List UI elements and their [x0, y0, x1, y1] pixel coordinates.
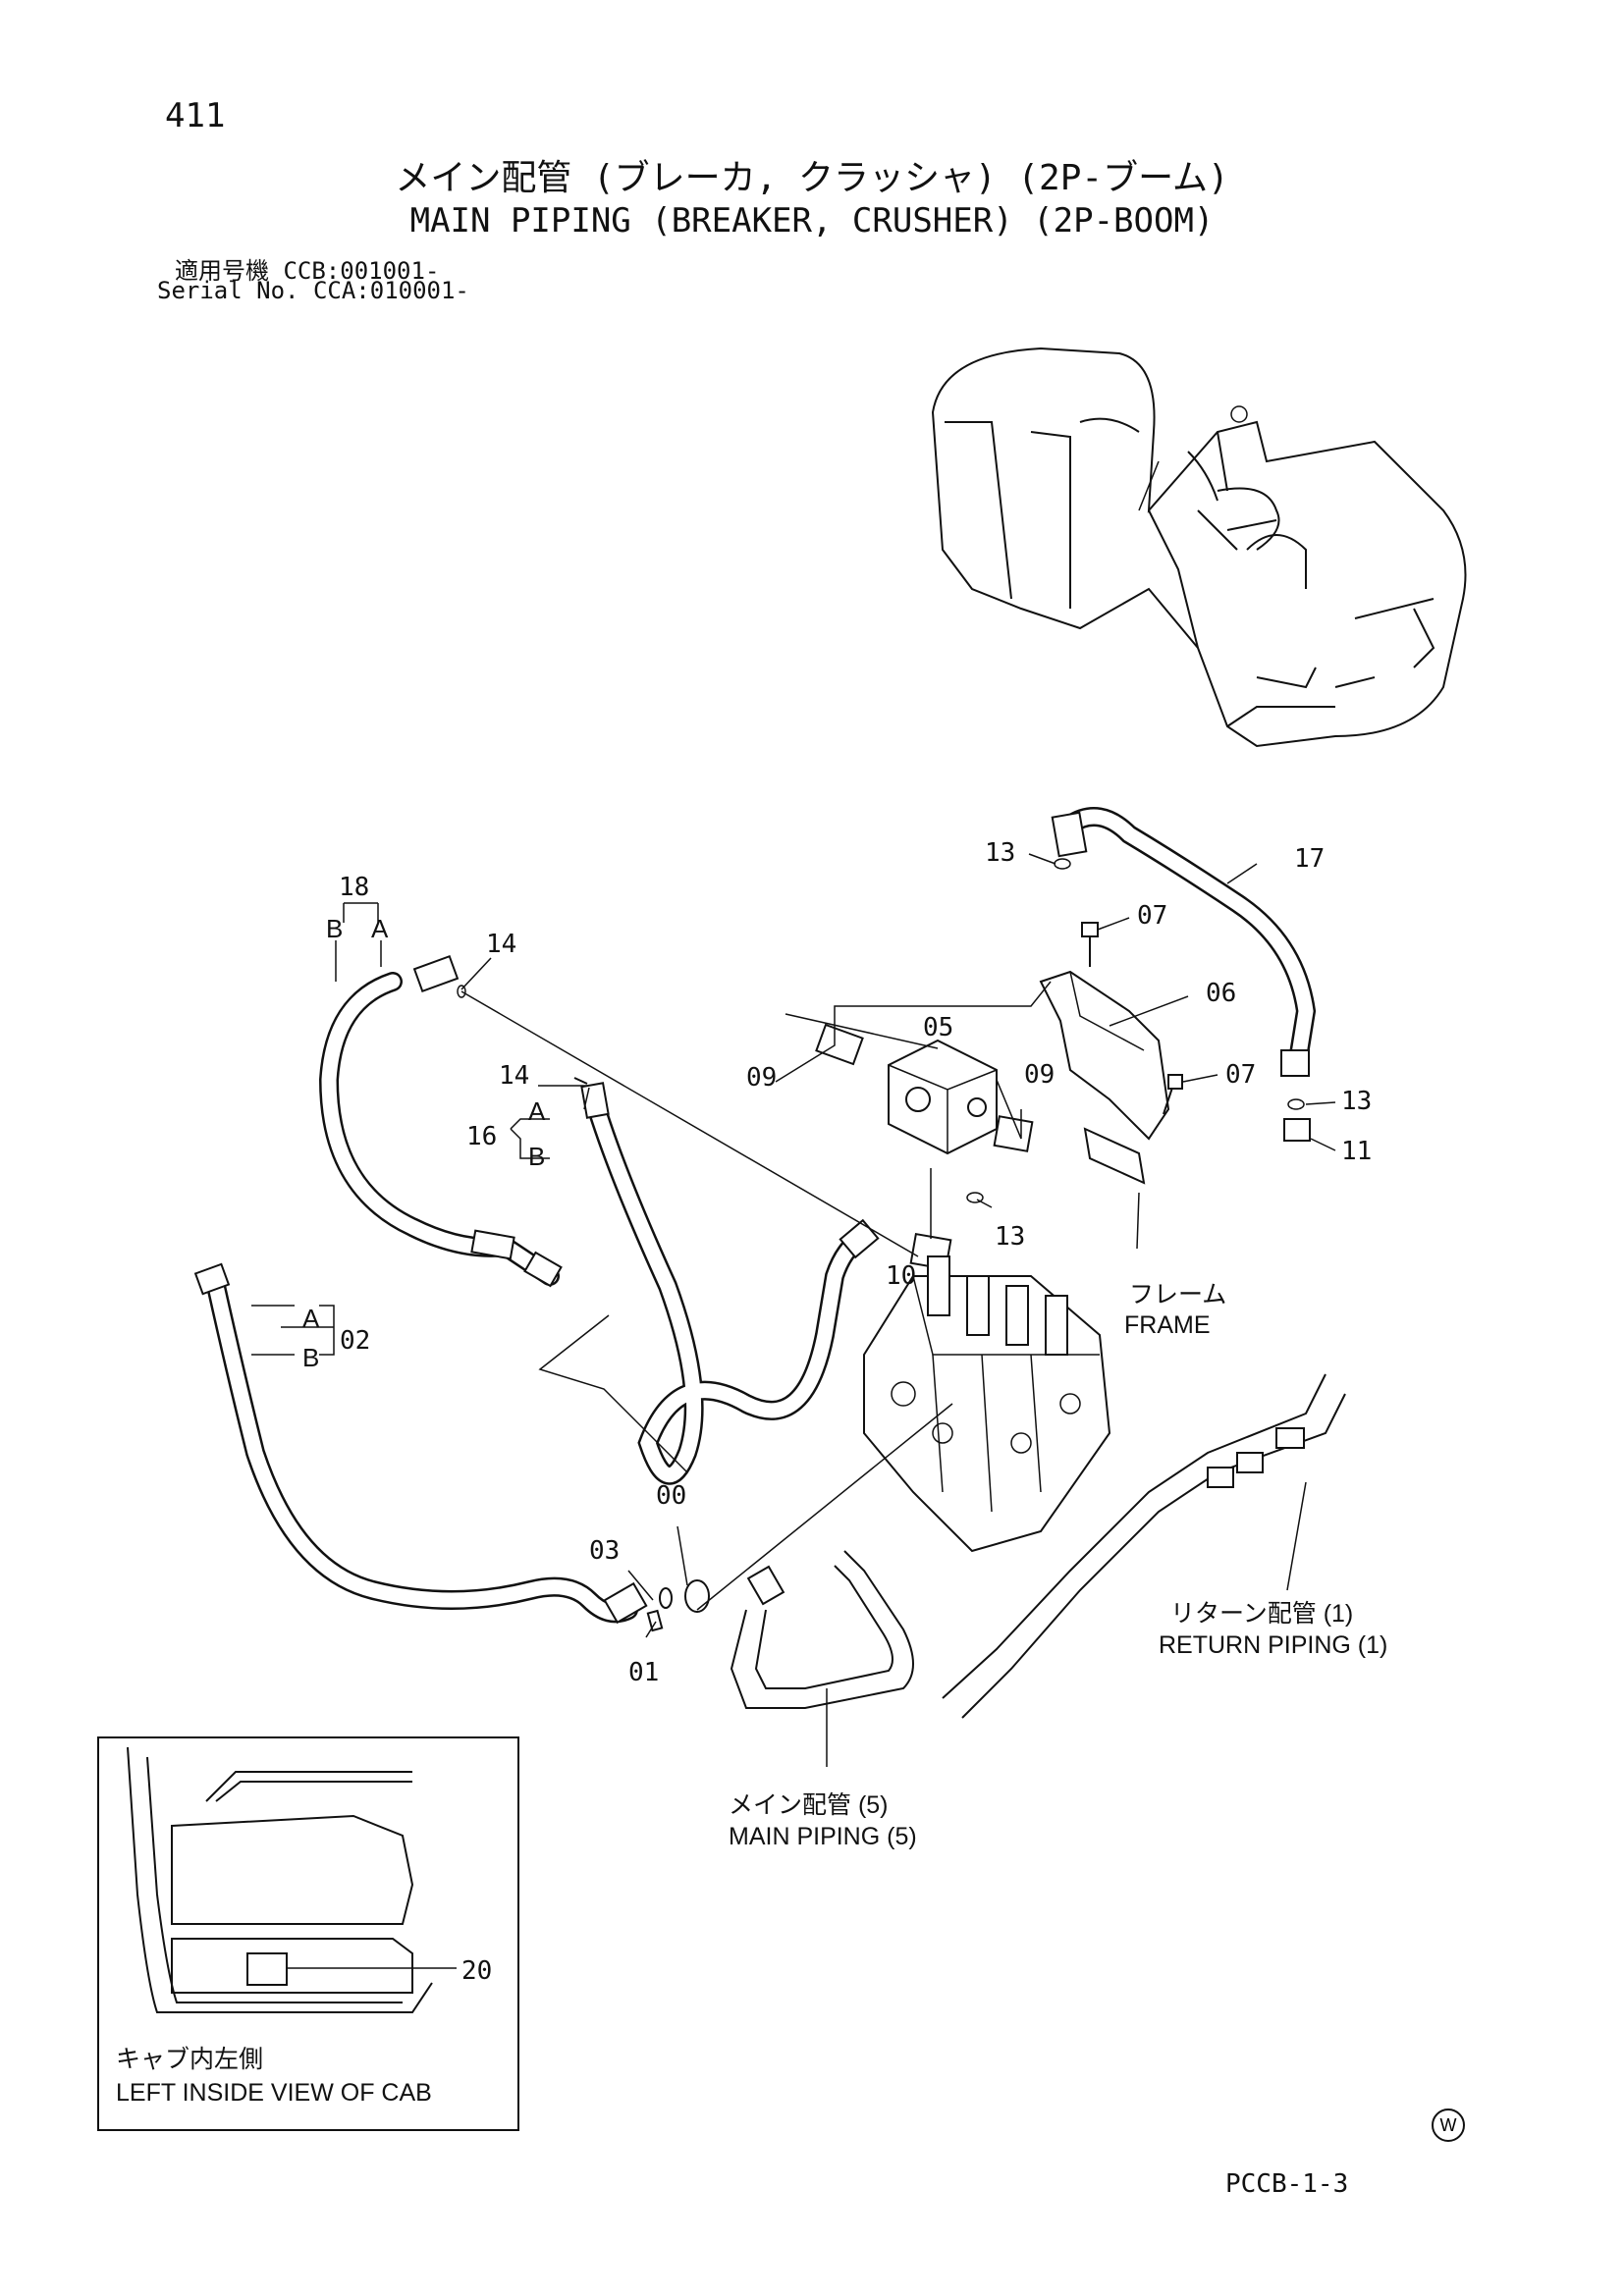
clamp-parts [646, 1579, 710, 1632]
page-title-en: MAIN PIPING (BREAKER, CRUSHER) (2P-BOOM) [409, 201, 1215, 240]
callout-13-a: 13 [985, 838, 1015, 868]
frame-label-en: FRAME [1124, 1311, 1211, 1339]
callout-10: 10 [886, 1261, 916, 1291]
main-piping-label-en: MAIN PIPING (5) [729, 1823, 917, 1850]
callout-numbers: 18 B A 14 14 16 A B 13 17 07 06 05 09 09… [302, 838, 1372, 1986]
return-piping-label-en: RETURN PIPING (1) [1159, 1631, 1387, 1659]
hose-18 [318, 954, 563, 1288]
cab-label-en: LEFT INSIDE VIEW OF CAB [116, 2079, 432, 2107]
control-valve-assembly [863, 1255, 1111, 1553]
callout-16-a: A [528, 1096, 546, 1126]
w-mark-icon: W [1432, 2109, 1465, 2142]
callout-07-a: 07 [1137, 901, 1167, 931]
leader-lines [251, 853, 1336, 1767]
callout-18: 18 [339, 873, 369, 902]
callout-01: 01 [628, 1658, 659, 1687]
cab-label-jp: キャブ内左側 [116, 2046, 263, 2073]
return-piping-label-jp: リターン配管 (1) [1170, 1600, 1353, 1628]
main-piping-5 [730, 1550, 914, 1709]
callout-16: 16 [466, 1122, 497, 1151]
callout-13-b: 13 [1341, 1087, 1372, 1116]
callout-20: 20 [461, 1956, 492, 1986]
hose-02 [193, 1262, 648, 1625]
callout-14-a: 14 [486, 930, 516, 959]
fittings [457, 858, 1311, 1271]
callout-14-b: 14 [499, 1061, 529, 1091]
cab-inset [97, 1736, 519, 2131]
callout-09-b: 09 [1024, 1060, 1055, 1090]
serial-en: Serial No. CCA:010001- [157, 277, 469, 304]
frame-label-jp: フレーム [1129, 1281, 1226, 1308]
return-piping-1 [942, 1373, 1346, 1719]
callout-03: 03 [589, 1536, 620, 1566]
callout-18-b: B [326, 914, 343, 943]
callout-00: 00 [656, 1481, 686, 1511]
callout-02-b: B [302, 1343, 319, 1372]
hose-17 [1051, 807, 1317, 1077]
callout-13-c: 13 [995, 1222, 1025, 1252]
callout-06: 06 [1206, 979, 1236, 1008]
callout-17: 17 [1294, 844, 1325, 874]
page-number: 411 [165, 96, 226, 135]
section-labels: フレーム FRAME リターン配管 (1) RETURN PIPING (1) … [116, 1281, 1387, 2107]
serial-jp: 適用号機 CCB:001001- [175, 257, 440, 285]
valve-block-05 [888, 1039, 998, 1155]
callout-07-b: 07 [1225, 1060, 1256, 1090]
page-title-jp: メイン配管 (ブレーカ, クラッシャ) (2P-ブーム) [395, 158, 1229, 198]
callout-09-a: 09 [746, 1063, 777, 1093]
callout-02: 02 [340, 1326, 370, 1356]
bracket-06 [1039, 922, 1183, 1185]
excavator-overview-illustration [931, 347, 1467, 748]
callout-11: 11 [1341, 1137, 1372, 1166]
callout-02-a: A [302, 1304, 320, 1333]
callout-05: 05 [923, 1013, 953, 1042]
hose-16 [580, 1082, 880, 1485]
document-code: PCCB-1-3 [1225, 2169, 1349, 2199]
callout-16-b: B [528, 1142, 545, 1171]
main-piping-label-jp: メイン配管 (5) [729, 1791, 889, 1819]
callout-18-a: A [371, 914, 389, 943]
part-20-box [246, 1952, 288, 1986]
